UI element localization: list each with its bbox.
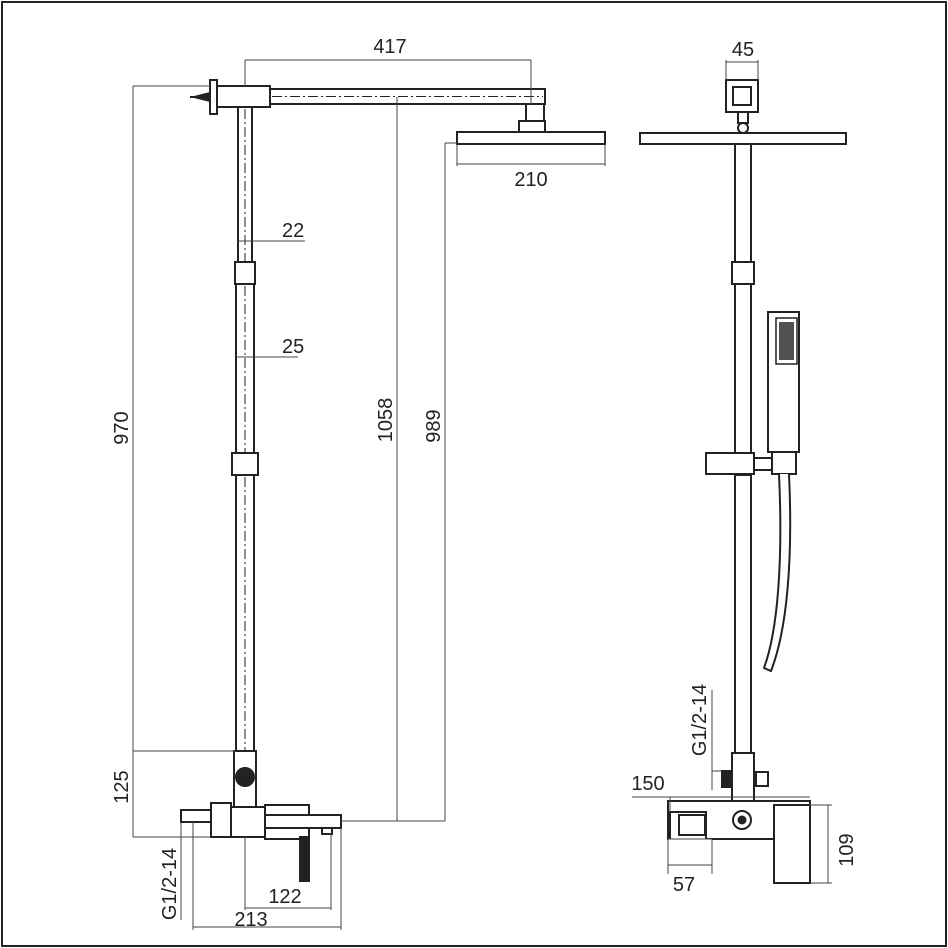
- dim-total-height: 970: [111, 411, 133, 444]
- top-arm: [216, 85, 546, 133]
- dim-thread-front: G1/2-14: [689, 684, 711, 756]
- dim-mixer-depth: 57: [673, 874, 695, 896]
- front-view: [639, 79, 847, 884]
- dim-inlet-centres: 150: [631, 773, 664, 795]
- dim-pipe-lower-dia: 25: [282, 336, 304, 358]
- shower-head-front: [639, 132, 847, 145]
- dim-head-height: 989: [423, 409, 445, 442]
- side-view: [180, 79, 606, 882]
- riser-pipe: [231, 106, 259, 808]
- hand-shower: [767, 311, 800, 453]
- dim-inlet-height: 125: [111, 770, 133, 803]
- slider-holder: [705, 451, 797, 475]
- dim-head-width-side: 210: [514, 169, 547, 191]
- dim-arm-width-front: 45: [732, 39, 754, 61]
- shower-head-side: [456, 131, 606, 145]
- front-inlet-fitting: [721, 770, 733, 788]
- front-riser: [731, 143, 755, 804]
- dimension-labels: 417 210 22 25 970 1058 989 125 G1/2-14 1…: [111, 36, 858, 931]
- side-view-dimension-lines: [132, 59, 606, 930]
- front-diverter: [755, 771, 769, 787]
- front-view-dimension-lines: [632, 60, 832, 884]
- mixer-body-side: [180, 802, 342, 882]
- front-top-bracket: [725, 79, 759, 134]
- dim-arm-height: 1058: [375, 398, 397, 443]
- dim-top-arm-length: 417: [373, 36, 406, 58]
- dim-mixer-height: 109: [836, 833, 858, 866]
- wall-bracket-icon: [190, 79, 218, 115]
- dim-thread-left: G1/2-14: [159, 848, 181, 920]
- dim-spout-length: 122: [268, 886, 301, 908]
- dim-mixer-width: 213: [234, 909, 267, 931]
- mixer-body-front: [667, 800, 811, 884]
- dim-pipe-upper-dia: 22: [282, 220, 304, 242]
- shower-hose: [762, 473, 792, 673]
